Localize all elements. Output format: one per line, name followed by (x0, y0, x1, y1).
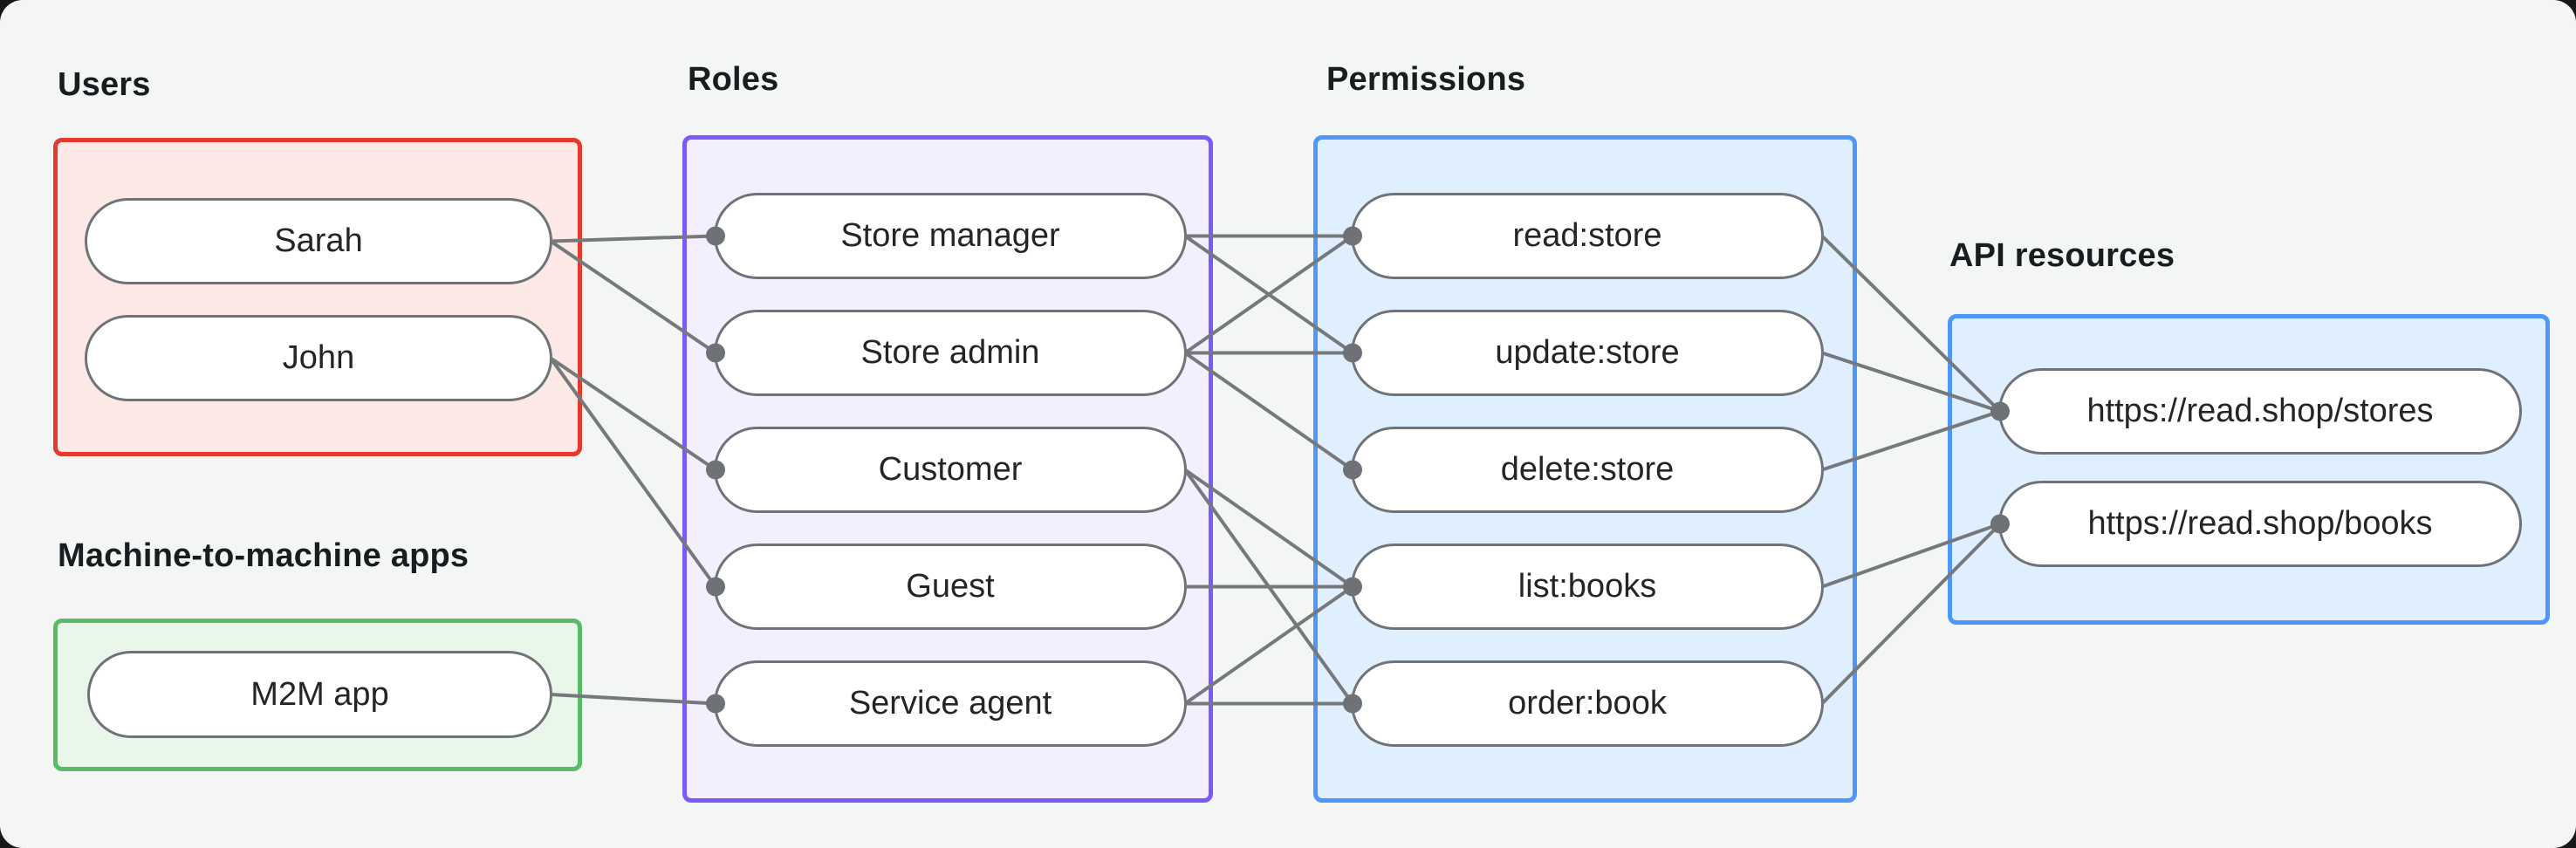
node-role-guest: Guest (714, 544, 1187, 630)
node-permission-list-books: list:books (1351, 544, 1824, 630)
node-role-store-admin: Store admin (714, 310, 1187, 396)
node-api-stores: https://read.shop/stores (1998, 368, 2522, 455)
permissions-label: Permissions (1326, 61, 1526, 98)
node-user-john: John (85, 315, 552, 401)
node-m2m-app: M2M app (87, 651, 552, 738)
node-permission-order-book: order:book (1351, 660, 1824, 747)
roles-label: Roles (688, 61, 779, 98)
users-label: Users (58, 66, 151, 103)
node-permission-delete-store: delete:store (1351, 427, 1824, 513)
node-user-sarah: Sarah (85, 198, 552, 284)
node-permission-read-store: read:store (1351, 193, 1824, 279)
api-resources-group-box (1948, 314, 2550, 625)
node-api-books: https://read.shop/books (1998, 481, 2522, 567)
node-permission-update-store: update:store (1351, 310, 1824, 396)
node-role-customer: Customer (714, 427, 1187, 513)
api-resources-label: API resources (1949, 237, 2175, 274)
m2m-label: Machine-to-machine apps (58, 537, 469, 574)
node-role-store-manager: Store manager (714, 193, 1187, 279)
node-role-service-agent: Service agent (714, 660, 1187, 747)
users-group-box (53, 138, 582, 456)
